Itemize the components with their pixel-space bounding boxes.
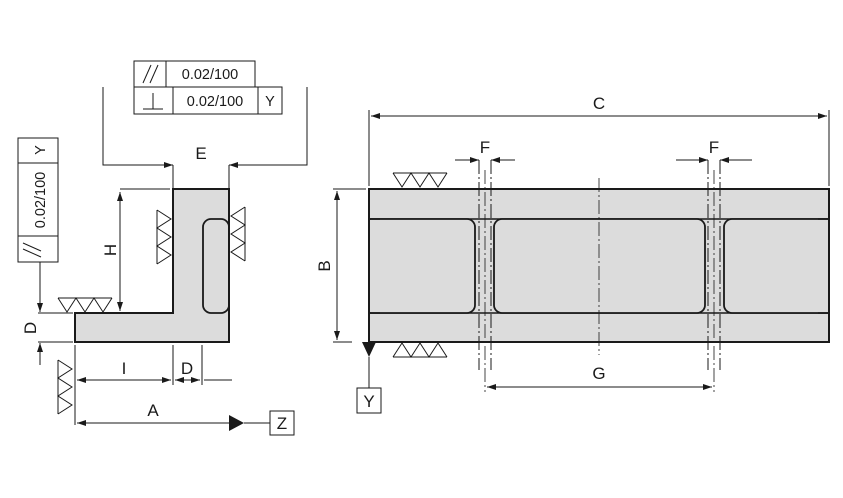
dimension-d-vertical-label: D [21,322,40,334]
datum-y-triangle [362,342,376,357]
dimension-g-label: G [592,364,605,383]
surface-finish-icon [392,342,448,358]
dimension-a-label: A [147,401,159,420]
dimension-b-label: B [315,260,334,271]
surface-finish-icon [57,359,73,415]
slot-right [723,218,837,314]
tolerance-frame-left: Y 0.02/100 [17,137,59,263]
l-profile-section [74,188,230,343]
long-profile-view: C F F B G Y [315,94,840,414]
l-profile-view: H E D I D A Z [21,87,308,436]
left-tolerance-value: 0.02/100 [33,172,49,228]
dimension-h-label: H [101,244,120,256]
tolerance-frame-perpendicularity: 0.02/100 Y [133,86,283,115]
slot-center [493,218,706,314]
surface-finish-icon [392,172,448,188]
surface-finish-icon [156,209,172,265]
datum-y-label: Y [363,392,374,411]
l-profile-slot [202,218,230,314]
left-tolerance-datum: Y [33,145,49,155]
dimension-d-horizontal-label: D [181,359,193,378]
dimension-e-label: E [195,144,206,163]
slot-left [362,218,476,314]
dimension-f-left-label: F [480,138,490,157]
dimension-f-right-label: F [709,138,719,157]
surface-finish-icon [230,206,246,262]
parallelism-value: 0.02/100 [182,67,238,83]
datum-z-label: Z [277,414,287,433]
dimension-c-label: C [593,94,605,113]
datum-z-triangle [229,415,244,431]
tolerance-frame-parallelism: 0.02/100 [133,60,256,88]
surface-finish-icon [57,297,113,313]
perpendicularity-value: 0.02/100 [187,94,243,110]
perpendicularity-datum: Y [265,94,275,110]
dimension-i-label: I [122,359,127,378]
